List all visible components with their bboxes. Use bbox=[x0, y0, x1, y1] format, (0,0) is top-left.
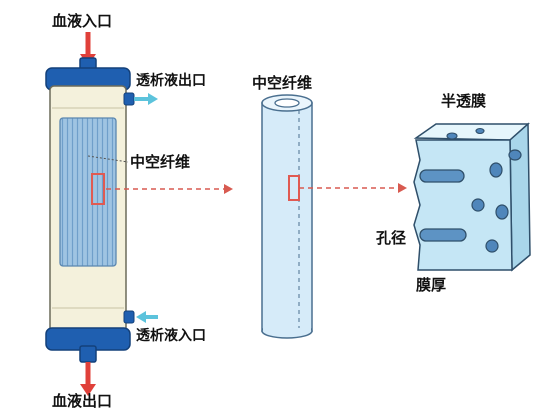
dialysate-inlet-label: 透析液入口 bbox=[136, 328, 206, 344]
dialysate-inlet-port bbox=[123, 310, 135, 324]
blood-outlet-arrow bbox=[80, 362, 96, 396]
zoom-arrow-1 bbox=[106, 184, 233, 194]
blood-inlet-label: 血液入口 bbox=[52, 12, 113, 30]
dialysate-outlet-port bbox=[123, 92, 135, 106]
blood-outlet-label: 血液出口 bbox=[52, 392, 113, 410]
hollow-fiber-pointer-label: 中空纤维 bbox=[130, 153, 191, 171]
dialyzer-cartridge bbox=[45, 57, 135, 363]
fiber-bundle bbox=[59, 117, 117, 267]
hollow-fiber-tube bbox=[261, 94, 313, 339]
hollow-fiber-title: 中空纤维 bbox=[252, 74, 313, 92]
dialysate-outlet-label: 透析液出口 bbox=[136, 73, 206, 89]
dialysate-inlet-arrow bbox=[136, 311, 158, 323]
pore-channel-upper bbox=[419, 169, 465, 183]
membrane-title: 半透膜 bbox=[441, 92, 487, 110]
zoom-arrow-2 bbox=[299, 183, 407, 193]
pore-label: 孔径 bbox=[376, 229, 407, 247]
fiber-highlight-box bbox=[91, 173, 105, 205]
membrane-thickness-label: 膜厚 bbox=[416, 276, 447, 294]
dialysate-outlet-arrow bbox=[134, 93, 158, 105]
hollow-fiber-pointer-line bbox=[87, 155, 129, 163]
semipermeable-membrane-block bbox=[413, 122, 531, 272]
pore-channel-lower bbox=[419, 228, 467, 242]
